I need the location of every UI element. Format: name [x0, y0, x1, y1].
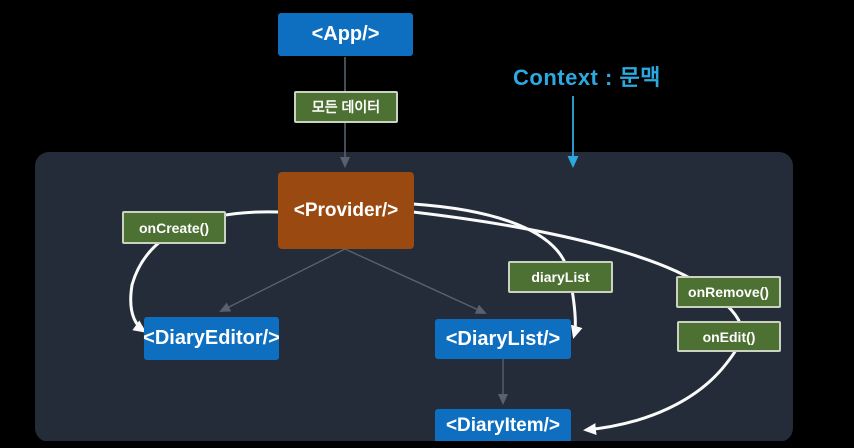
node-oncreate-prop: onCreate()	[122, 211, 226, 244]
video-letterbox-bar	[0, 441, 854, 448]
node-diaryeditor: <DiaryEditor/>	[143, 317, 280, 360]
line-provider-to-diarylist-icon	[344, 248, 487, 314]
node-provider: <Provider/>	[278, 172, 414, 249]
curve-onremove-onedit-to-diaryitem-icon	[412, 210, 744, 436]
node-onedit-prop: onEdit()	[677, 321, 781, 352]
curve-oncreate-to-diaryeditor-icon	[129, 210, 279, 333]
node-diarylist-prop: diaryList	[508, 261, 613, 293]
line-provider-to-diaryeditor-icon	[219, 248, 346, 312]
curve-diarylist-prop-to-diarylist-icon	[412, 202, 583, 339]
context-panel	[35, 152, 793, 442]
node-diarylist: <DiaryList/>	[435, 319, 571, 359]
node-diaryitem: <DiaryItem/>	[435, 409, 571, 443]
node-all-data-prop: 모든 데이터	[294, 91, 398, 123]
context-annotation-label: Context : 문맥	[513, 65, 661, 90]
node-onremove-prop: onRemove()	[676, 276, 781, 308]
node-app: <App/>	[278, 13, 413, 56]
